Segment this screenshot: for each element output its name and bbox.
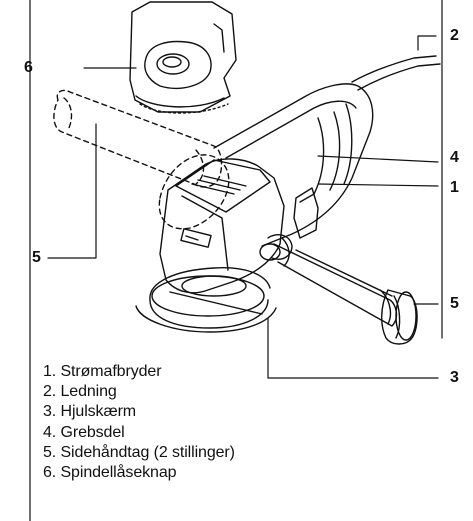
callout-1: 1 [450,179,459,196]
legend-item: 2. Ledning [43,383,117,401]
callout-3: 3 [450,369,459,386]
callout-5-right: 5 [450,295,459,312]
legend-item: 3. Hjulskærm [43,403,137,421]
leader-lines [47,35,439,379]
parts-legend: 1. Strømafbryder 2. Ledning 3. Hjulskærm… [43,362,235,483]
grinder-body [213,83,374,247]
callout-4: 4 [450,149,459,166]
legend-item: 5. Sidehåndtag (2 stillinger) [43,443,235,461]
legend-item: 4. Grebsdel [43,423,125,441]
wheel-guard [135,266,277,333]
callout-5-left: 5 [32,249,41,266]
callout-2: 2 [450,27,459,44]
legend-item: 6. Spindellåseknap [43,464,177,482]
side-handle [259,237,418,345]
power-cord [351,55,441,91]
gear-head [159,158,293,294]
power-switch [293,187,319,239]
legend-item: 1. Strømafbryder [43,363,162,380]
callout-6: 6 [24,59,33,76]
spindle-lock-inset [129,1,237,114]
